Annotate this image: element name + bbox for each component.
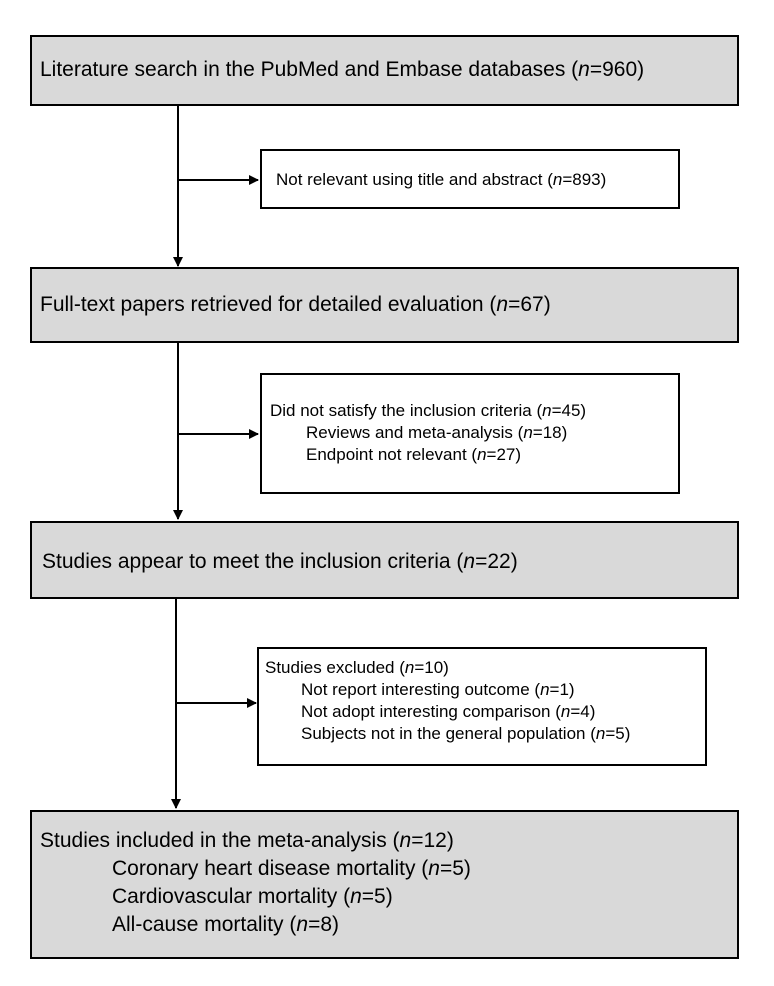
meta-analysis-item: Coronary heart disease mortality (n=5) [112,857,471,880]
studies-excluded-box: Studies excluded (n=10) Not report inter… [257,647,707,766]
inclusion-criteria-exclusion-box: Did not satisfy the inclusion criteria (… [260,373,680,494]
exclusion-2-heading: Did not satisfy the inclusion criteria (… [270,401,587,420]
meta-analysis-item: Cardiovascular mortality (n=5) [112,885,393,908]
exclusion-3-item: Subjects not in the general population (… [301,724,631,743]
not-relevant-text: Not relevant using title and abstract (n… [276,170,607,189]
exclusion-3-item: Not adopt interesting comparison (n=4) [301,702,596,721]
meta-analysis-box: Studies included in the meta-analysis (n… [30,810,739,959]
exclusion-2-item: Endpoint not relevant (n=27) [306,445,522,464]
full-text-text: Full-text papers retrieved for detailed … [40,293,551,316]
exclusion-3-heading: Studies excluded (n=10) [265,658,449,677]
exclusion-3-item: Not report interesting outcome (n=1) [301,680,575,699]
inclusion-criteria-box: Studies appear to meet the inclusion cri… [30,521,739,599]
literature-search-text: Literature search in the PubMed and Emba… [40,58,645,81]
full-text-box: Full-text papers retrieved for detailed … [30,267,739,343]
not-relevant-box: Not relevant using title and abstract (n… [260,149,680,209]
meta-analysis-heading: Studies included in the meta-analysis (n… [40,829,454,852]
literature-search-box: Literature search in the PubMed and Emba… [30,35,739,106]
meta-analysis-item: All-cause mortality (n=8) [112,913,340,936]
exclusion-2-item: Reviews and meta-analysis (n=18) [306,423,568,442]
inclusion-criteria-text: Studies appear to meet the inclusion cri… [42,550,518,573]
